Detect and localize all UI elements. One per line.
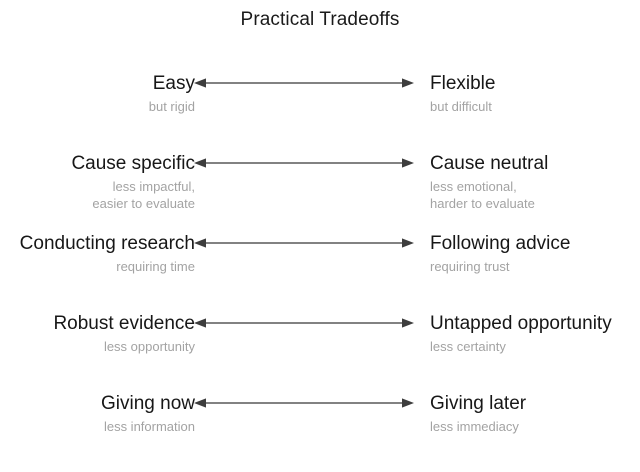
tradeoff-right-sublines: less immediacy — [430, 418, 640, 435]
tradeoff-right-subline: but difficult — [430, 99, 492, 114]
tradeoff-left-sublines: less impactful, easier to evaluate — [0, 178, 195, 212]
tradeoff-left-label: Robust evidence — [53, 313, 195, 334]
tradeoff-rows: Easy but rigid Flexible but difficult — [0, 72, 640, 472]
tradeoff-left-label: Easy — [152, 73, 195, 94]
double-headed-arrow-icon — [194, 398, 414, 408]
tradeoff-right-label: Cause neutral — [430, 153, 549, 174]
tradeoff-left-subline: requiring time — [116, 259, 195, 274]
tradeoff-right-label: Untapped opportunity — [430, 313, 612, 334]
page-title: Practical Tradeoffs — [240, 9, 400, 30]
tradeoff-arrow-cell — [194, 392, 415, 415]
tradeoff-right-side: Following advice requiring trust — [430, 232, 640, 275]
tradeoff-left-label: Giving now — [101, 393, 195, 414]
tradeoff-row: Cause specific less impactful, easier to… — [0, 152, 640, 232]
tradeoff-right-label: Following advice — [430, 233, 571, 254]
tradeoff-row: Easy but rigid Flexible but difficult — [0, 72, 640, 152]
double-headed-arrow-icon — [194, 238, 414, 248]
tradeoff-left-sublines: but rigid — [0, 98, 195, 115]
tradeoff-right-subline: less emotional, — [430, 179, 517, 194]
tradeoff-right-sublines: requiring trust — [430, 258, 640, 275]
tradeoff-left-label: Cause specific — [71, 153, 195, 174]
tradeoff-left-sublines: requiring time — [0, 258, 195, 275]
tradeoff-arrow-cell — [194, 312, 415, 335]
double-headed-arrow-icon — [194, 318, 414, 328]
tradeoff-left-side: Easy but rigid — [0, 72, 195, 115]
tradeoff-right-label: Giving later — [430, 393, 527, 414]
tradeoff-right-subline: less immediacy — [430, 419, 519, 434]
tradeoff-right-sublines: but difficult — [430, 98, 640, 115]
tradeoff-left-subline: less opportunity — [103, 339, 195, 354]
tradeoff-right-sublines: less certainty — [430, 338, 640, 355]
double-headed-arrow-icon — [194, 78, 414, 88]
tradeoff-left-side: Giving now less information — [0, 392, 195, 435]
tradeoff-right-side: Giving later less immediacy — [430, 392, 640, 435]
tradeoff-left-subline: less impactful, — [112, 179, 195, 194]
tradeoff-right-side: Untapped opportunity less certainty — [430, 312, 640, 355]
tradeoff-row: Giving now less information Giving later… — [0, 392, 640, 472]
tradeoff-right-side: Cause neutral less emotional, harder to … — [430, 152, 640, 212]
tradeoff-left-subline: less information — [103, 419, 195, 434]
tradeoff-left-subline: easier to evaluate — [92, 196, 195, 211]
tradeoff-right-subline: less certainty — [430, 339, 506, 354]
tradeoff-left-sublines: less information — [0, 418, 195, 435]
tradeoff-arrow-cell — [194, 152, 415, 175]
tradeoff-right-sublines: less emotional, harder to evaluate — [430, 178, 640, 212]
tradeoff-row: Conducting research requiring time Follo… — [0, 232, 640, 312]
tradeoff-right-subline: requiring trust — [430, 259, 510, 274]
tradeoff-left-side: Robust evidence less opportunity — [0, 312, 195, 355]
tradeoff-right-side: Flexible but difficult — [430, 72, 640, 115]
tradeoff-left-label: Conducting research — [19, 233, 195, 254]
tradeoff-right-label: Flexible — [430, 73, 496, 94]
tradeoff-row: Robust evidence less opportunity Untappe… — [0, 312, 640, 392]
double-headed-arrow-icon — [194, 158, 414, 168]
tradeoff-left-sublines: less opportunity — [0, 338, 195, 355]
tradeoff-left-side: Cause specific less impactful, easier to… — [0, 152, 195, 212]
tradeoff-left-side: Conducting research requiring time — [0, 232, 195, 275]
tradeoff-arrow-cell — [194, 232, 415, 255]
tradeoff-left-subline: but rigid — [148, 99, 195, 114]
tradeoff-right-subline: harder to evaluate — [430, 196, 535, 211]
tradeoff-arrow-cell — [194, 72, 415, 95]
